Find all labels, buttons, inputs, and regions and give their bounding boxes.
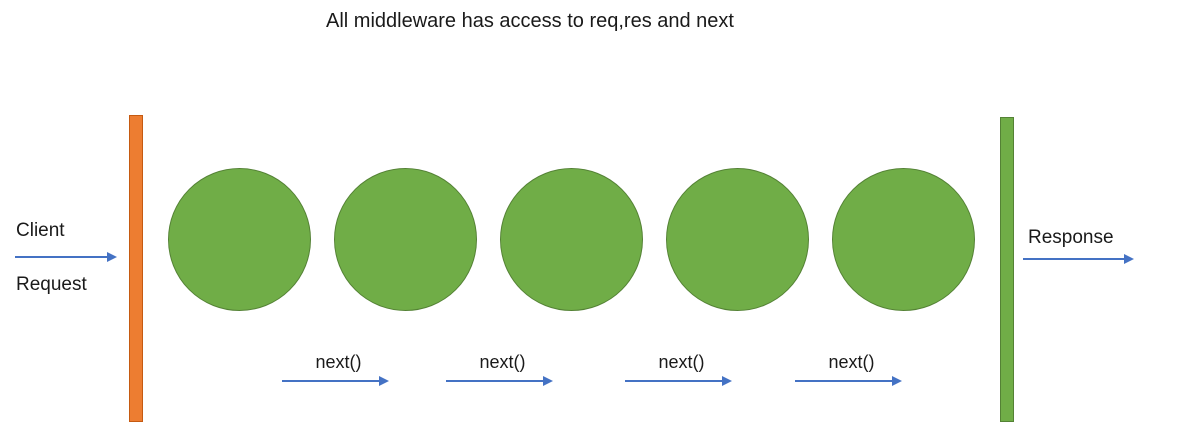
next-call-label: next()	[658, 352, 705, 372]
next-arrow-icon	[795, 380, 900, 382]
next-call-group-3: next()	[625, 352, 738, 382]
next-arrow-icon	[625, 380, 730, 382]
middleware-circle-4	[666, 168, 809, 311]
response-bar	[1000, 117, 1014, 422]
middleware-circle-2	[334, 168, 477, 311]
next-call-label: next()	[828, 352, 875, 372]
next-call-group-1: next()	[282, 352, 395, 382]
response-arrow-icon	[1023, 258, 1132, 260]
next-call-label: next()	[479, 352, 526, 372]
next-call-label: next()	[315, 352, 362, 372]
middleware-circle-5	[832, 168, 975, 311]
client-request-arrow-icon	[15, 256, 115, 258]
middleware-circle-1	[168, 168, 311, 311]
next-arrow-icon	[446, 380, 551, 382]
diagram-title: All middleware has access to req,res and…	[326, 10, 734, 32]
response-label: Response	[1028, 227, 1114, 248]
request-label: Request	[16, 274, 87, 295]
request-bar	[129, 115, 143, 422]
next-call-group-2: next()	[446, 352, 559, 382]
next-arrow-icon	[282, 380, 387, 382]
middleware-circle-3	[500, 168, 643, 311]
client-label: Client	[16, 220, 65, 241]
next-call-group-4: next()	[795, 352, 908, 382]
